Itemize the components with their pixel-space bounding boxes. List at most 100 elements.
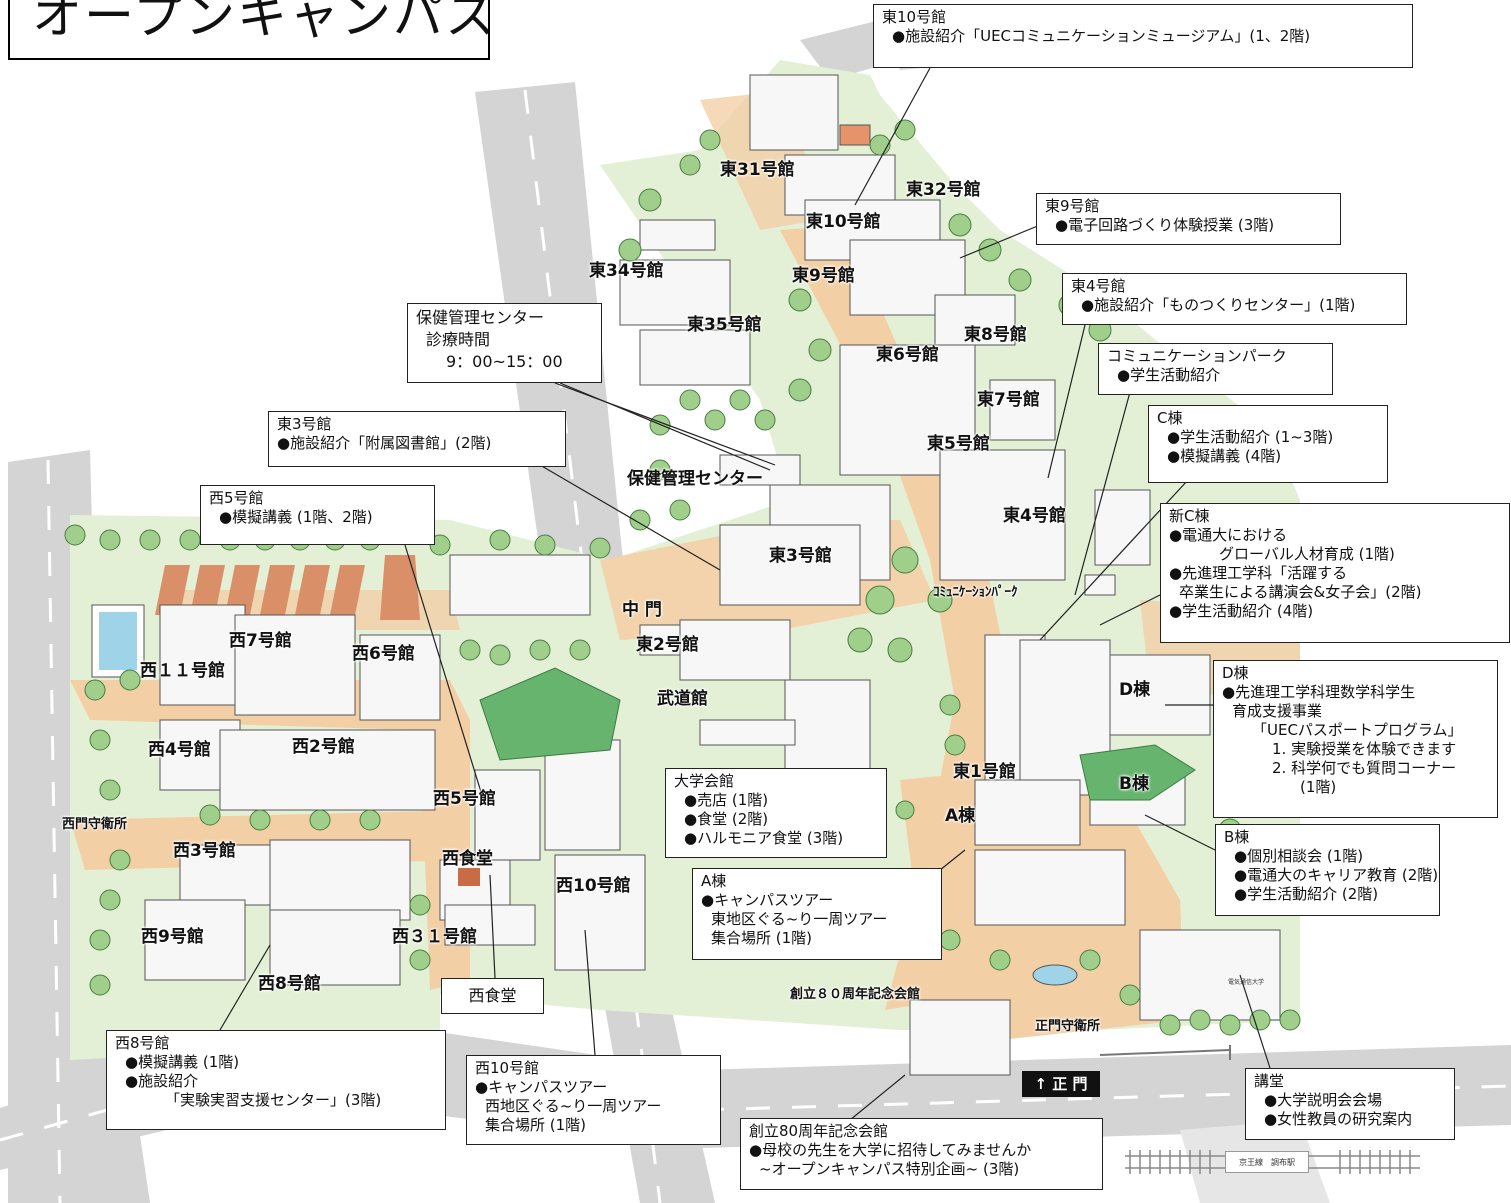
uec-sign-text: 電気通信大学 bbox=[1228, 979, 1265, 986]
label-b-building: B棟 bbox=[1119, 774, 1149, 794]
callout-communication-park-item: ●学生活動紹介 bbox=[1117, 366, 1221, 384]
map-title: オープンキャンパス公開マップ bbox=[8, 0, 490, 60]
callout-west-cafeteria: 西食堂 bbox=[441, 978, 544, 1014]
label-west-9: 西9号館 bbox=[141, 927, 204, 947]
label-west-3: 西3号館 bbox=[173, 841, 236, 861]
callout-d-building-item-1: ●先進理工学科理数学科学生 bbox=[1222, 683, 1416, 701]
callout-b-building-item-1: ●個別相談会 (1階) bbox=[1234, 847, 1364, 865]
label-west-cafeteria: 西食堂 bbox=[442, 849, 493, 869]
callout-communication-park: コミュニケーションパーク ●学生活動紹介 bbox=[1098, 343, 1333, 395]
callout-b-building-item-2: ●電通大のキャリア教育 (2階) bbox=[1234, 866, 1439, 884]
callout-east-10-item: ●施設紹介「UECコミュニケーションミュージアム」(1、2階) bbox=[892, 27, 1311, 45]
label-east-7: 東7号館 bbox=[977, 390, 1040, 410]
label-d-building: D棟 bbox=[1119, 680, 1151, 700]
label-health-center: 保健管理センター bbox=[627, 469, 763, 489]
callout-university-hall-title: 大学会館 bbox=[674, 772, 735, 790]
callout-west-10: 西10号館 ●キャンパスツアー 西地区ぐる~り一周ツアー 集合場所 (1階) bbox=[466, 1055, 721, 1145]
leader-lines bbox=[219, 67, 1271, 1121]
callout-c-building: C棟 ●学生活動紹介 (1~3階) ●模擬講義 (4階) bbox=[1148, 405, 1388, 483]
callout-health-center: 保健管理センター 診療時間 9：00~15：00 bbox=[407, 303, 602, 383]
callout-80th-hall-item-1b: ~オープンキャンパス特別企画~ (3階) bbox=[759, 1160, 1020, 1178]
callout-university-hall-item-2: ●食堂 (2階) bbox=[684, 810, 769, 828]
callout-c-building-item-2: ●模擬講義 (4階) bbox=[1167, 447, 1282, 465]
callout-west-10-title: 西10号館 bbox=[475, 1059, 540, 1077]
callout-east-9-title: 東9号館 bbox=[1045, 197, 1100, 215]
callout-east-10: 東10号館 ●施設紹介「UECコミュニケーションミュージアム」(1、2階) bbox=[873, 4, 1413, 68]
callout-c-building-title: C棟 bbox=[1157, 409, 1183, 427]
callout-west-8-item-2: ●施設紹介 bbox=[125, 1072, 199, 1090]
label-east-34: 東34号館 bbox=[589, 261, 664, 281]
callout-health-center-title: 保健管理センター bbox=[416, 308, 545, 327]
callout-west-5: 西5号館 ●模擬講義 (1階、2階) bbox=[200, 485, 435, 545]
label-communication-park: ｺﾐｭﾆｹｰｼｮﾝﾊﾟｰｸ bbox=[933, 585, 1018, 600]
label-east-3: 東3号館 bbox=[769, 546, 832, 566]
label-west-31: 西３１号館 bbox=[392, 927, 477, 947]
callout-new-c-building-item-1: ●電通大における bbox=[1169, 526, 1288, 544]
label-west-gate-guard: 西門守衛所 bbox=[62, 817, 128, 832]
callout-health-center-hours: 9：00~15：00 bbox=[446, 352, 563, 371]
label-west-7: 西7号館 bbox=[229, 631, 292, 651]
callout-west-8: 西8号館 ●模擬講義 (1階) ●施設紹介 「実験実習支援センター」(3階) bbox=[106, 1030, 446, 1130]
callout-d-building-item-3b: (1階) bbox=[1300, 778, 1337, 796]
callout-west-10-item-1c: 集合場所 (1階) bbox=[485, 1116, 587, 1134]
label-west-2: 西2号館 bbox=[292, 737, 355, 757]
callout-auditorium-item-1: ●大学説明会会場 bbox=[1264, 1091, 1383, 1109]
callout-university-hall: 大学会館 ●売店 (1階) ●食堂 (2階) ●ハルモニア食堂 (3階) bbox=[665, 768, 887, 858]
callout-c-building-item-1: ●学生活動紹介 (1~3階) bbox=[1167, 428, 1334, 446]
callout-auditorium-title: 講堂 bbox=[1254, 1072, 1285, 1090]
label-west-8: 西8号館 bbox=[258, 974, 321, 994]
callout-east-3-item: ●施設紹介「附属図書館」(2階) bbox=[277, 434, 492, 452]
main-gate-marker: ↑ 正 門 bbox=[1022, 1071, 1100, 1097]
callout-east-9: 東9号館 ●電子回路づくり体験授業 (3階) bbox=[1036, 193, 1341, 245]
callout-d-building: D棟 ●先進理工学科理数学科学生 育成支援事業 「UECパスポートプログラム」 … bbox=[1213, 660, 1498, 818]
callout-west-8-item-1: ●模擬講義 (1階) bbox=[125, 1053, 240, 1071]
label-naka-gate: 中 門 bbox=[622, 600, 662, 620]
callout-health-center-hours-label: 診療時間 bbox=[426, 330, 491, 349]
main-gate-fence bbox=[1099, 1045, 1231, 1060]
callout-communication-park-title: コミュニケーションパーク bbox=[1107, 347, 1287, 365]
callout-d-building-item-2: 1. 実験授業を体験できます bbox=[1272, 740, 1457, 758]
label-east-32: 東32号館 bbox=[906, 180, 981, 200]
callout-east-10-title: 東10号館 bbox=[882, 8, 947, 26]
trees bbox=[64, 119, 1301, 1036]
label-east-1: 東1号館 bbox=[953, 762, 1016, 782]
callout-auditorium: 講堂 ●大学説明会会場 ●女性教員の研究案内 bbox=[1245, 1068, 1455, 1140]
callout-west-cafeteria-title: 西食堂 bbox=[468, 986, 517, 1005]
callout-d-building-title: D棟 bbox=[1222, 664, 1249, 682]
label-west-11: 西１１号館 bbox=[140, 661, 225, 681]
label-east-31: 東31号館 bbox=[720, 160, 795, 180]
callout-d-building-item-3: 2. 科学何でも質問コーナー bbox=[1272, 759, 1457, 777]
callout-a-building: A棟 ●キャンパスツアー 東地区ぐる~り一周ツアー 集合場所 (1階) bbox=[692, 868, 942, 960]
label-east-9: 東9号館 bbox=[792, 266, 855, 286]
callout-west-5-item: ●模擬講義 (1階、2階) bbox=[219, 508, 373, 526]
label-east-8: 東8号館 bbox=[964, 325, 1027, 345]
callout-80th-hall-title: 創立80周年記念会館 bbox=[749, 1122, 889, 1140]
callout-80th-hall-item-1: ●母校の先生を大学に招待してみませんか bbox=[749, 1141, 1032, 1159]
label-east-10: 東10号館 bbox=[806, 212, 881, 232]
callout-west-8-title: 西8号館 bbox=[115, 1034, 170, 1052]
callout-auditorium-item-2: ●女性教員の研究案内 bbox=[1264, 1110, 1413, 1128]
callout-east-3-title: 東3号館 bbox=[277, 415, 332, 433]
label-east-4: 東4号館 bbox=[1003, 506, 1066, 526]
callout-b-building-item-3: ●学生活動紹介 (2階) bbox=[1234, 885, 1379, 903]
callout-b-building-title: B棟 bbox=[1224, 828, 1250, 846]
callout-a-building-title: A棟 bbox=[701, 872, 727, 890]
label-80th-hall: 創立８０周年記念会館 bbox=[790, 987, 921, 1002]
callout-west-8-item-2b: 「実験実習支援センター」(3階) bbox=[165, 1091, 382, 1109]
callout-b-building: B棟 ●個別相談会 (1階) ●電通大のキャリア教育 (2階) ●学生活動紹介 … bbox=[1215, 824, 1440, 916]
label-west-10: 西10号館 bbox=[556, 876, 631, 896]
label-east-2: 東2号館 bbox=[636, 635, 699, 655]
label-west-5: 西5号館 bbox=[433, 789, 496, 809]
callout-east-4: 東4号館 ●施設紹介「ものつくりセンター」(1階) bbox=[1062, 273, 1407, 325]
label-main-gate-guard: 正門守衛所 bbox=[1035, 1019, 1101, 1034]
callout-d-building-item-1b: 育成支援事業 bbox=[1232, 702, 1323, 720]
callout-new-c-building-title: 新C棟 bbox=[1169, 507, 1210, 525]
railway bbox=[1125, 1150, 1420, 1174]
callout-d-building-item-1c: 「UECパスポートプログラム」 bbox=[1252, 721, 1463, 739]
label-budokan: 武道館 bbox=[657, 689, 708, 709]
callout-new-c-building: 新C棟 ●電通大における グローバル人材育成 (1階) ●先進理工学科「活躍する… bbox=[1160, 503, 1510, 643]
label-west-4: 西4号館 bbox=[148, 740, 211, 760]
callout-east-4-title: 東4号館 bbox=[1071, 277, 1126, 295]
buildings bbox=[144, 74, 1281, 1076]
